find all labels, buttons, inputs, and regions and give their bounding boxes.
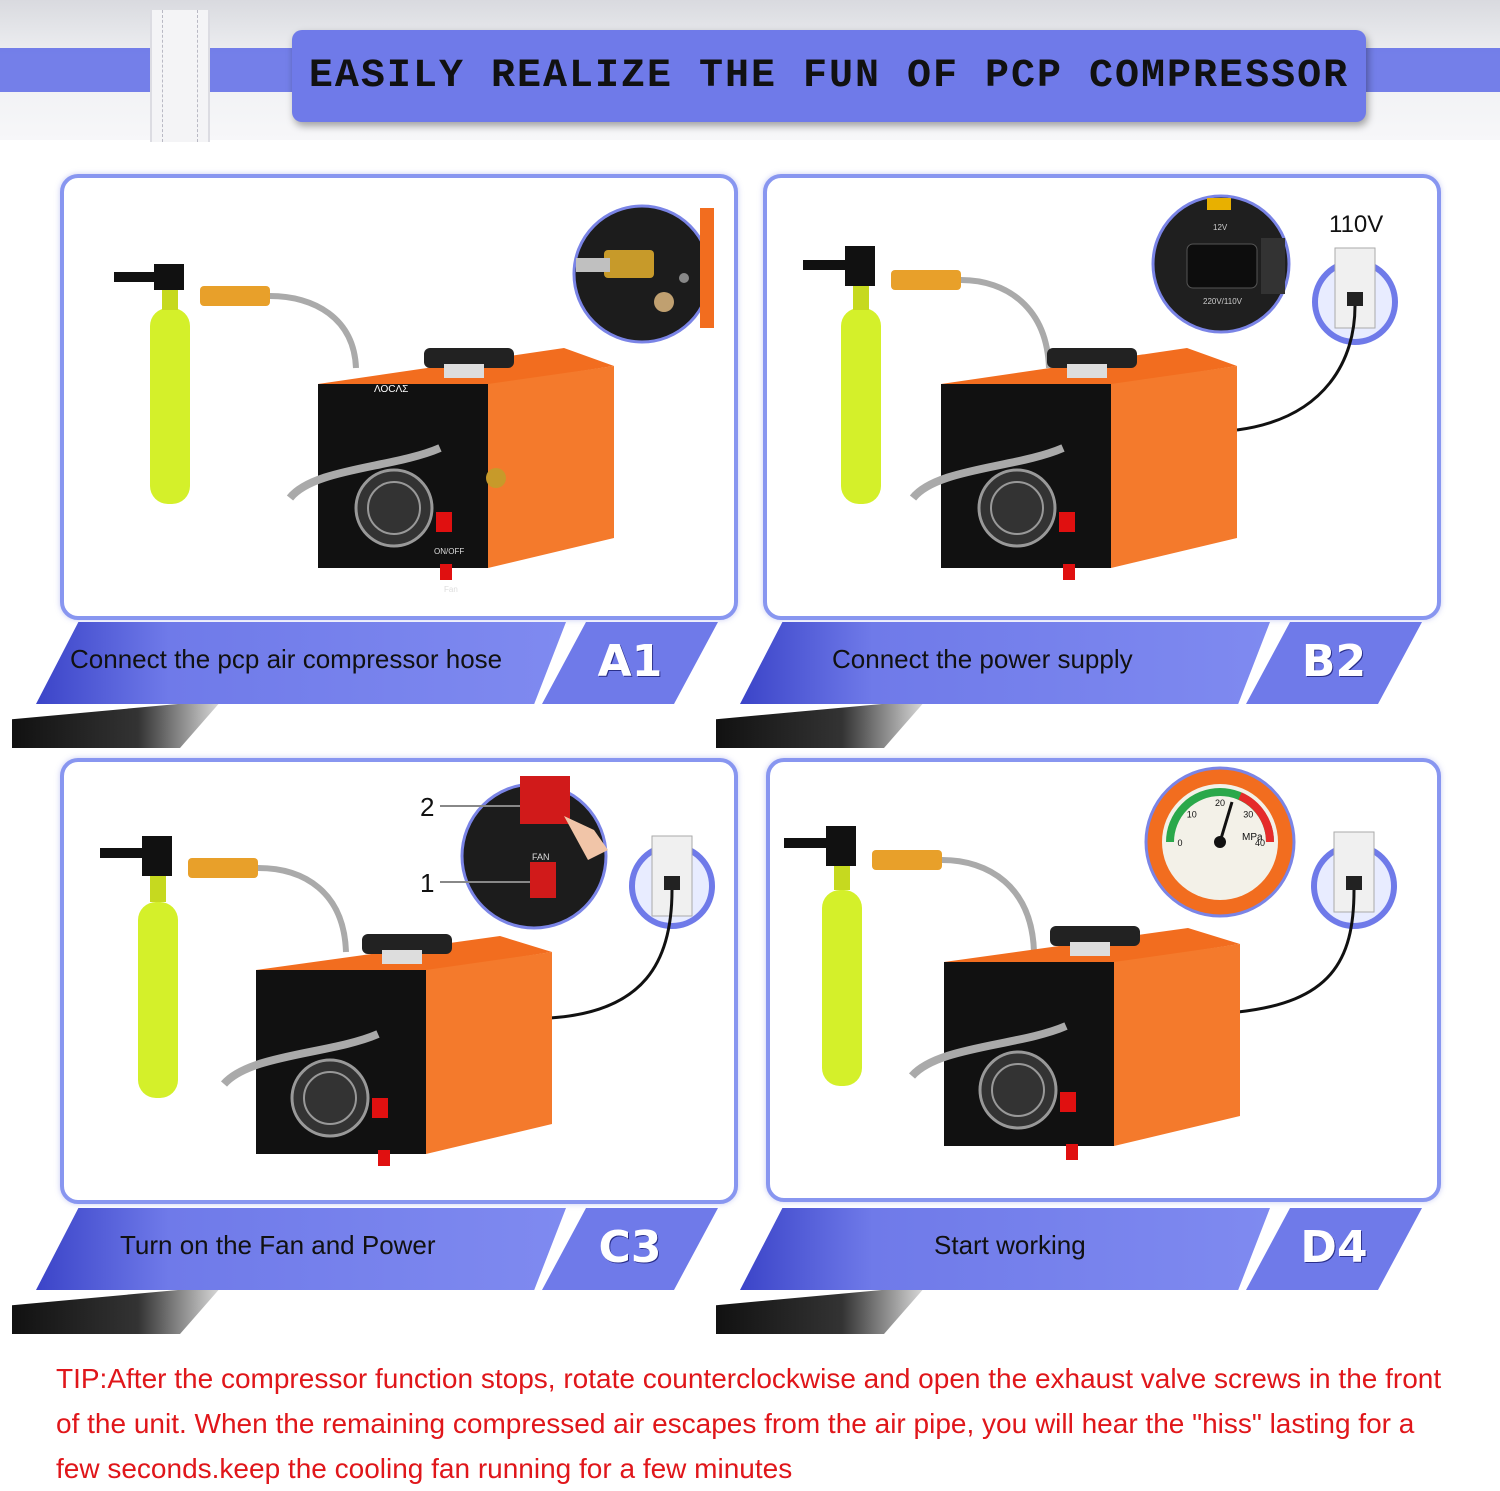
power-socket-zoom-icon (1151, 194, 1291, 334)
step-panel-a1: ΛΟCΛΣ ON/OFF Fan (60, 174, 738, 620)
step-code: C3 (598, 1222, 662, 1273)
outlet-voltage-label: 110V (1329, 211, 1383, 238)
gauge-unit-label: MPa (1242, 832, 1263, 843)
tape-decoration (150, 10, 210, 142)
callout-2: 2 (420, 792, 434, 822)
step-code-badge: B2 (1246, 622, 1422, 704)
volt-220-label: 220V/110V (1203, 297, 1243, 306)
compressor-unit-icon (909, 348, 1237, 580)
caption-band (36, 622, 566, 704)
step-caption: Start working (934, 1230, 1086, 1260)
air-bottle-icon (803, 246, 1052, 504)
callout-1: 1 (420, 868, 434, 898)
fan-label: Fan (444, 585, 458, 594)
step-caption: Turn on the Fan and Power (120, 1230, 436, 1260)
gauge-tick-label: 40 (1255, 838, 1265, 848)
caption-band (740, 622, 1270, 704)
air-bottle-icon (100, 836, 349, 1098)
compressor-unit-icon (220, 934, 552, 1166)
compressor-unit-icon (286, 348, 614, 580)
step-caption: Connect the pcp air compressor hose (70, 644, 503, 674)
gauge-tick-label: 30 (1243, 810, 1253, 820)
step-code-badge: D4 (1246, 1208, 1422, 1290)
fan-switch-label: FAN (532, 852, 550, 862)
gauge-tick-label: 10 (1187, 810, 1197, 820)
compressor-illustration: MPa 0 10 20 30 40 (784, 766, 1397, 1160)
wall-outlet-icon (1236, 247, 1398, 432)
air-bottle-icon (784, 826, 1037, 1086)
caption-a1: Connect the pcp air compressor hose A1 (12, 622, 732, 752)
caption-b2: Connect the power supply B2 (716, 622, 1436, 752)
caption-shadow (12, 700, 222, 748)
wall-outlet-icon (1237, 831, 1397, 1014)
caption-shadow (716, 1286, 926, 1334)
wall-outlet-icon (549, 835, 715, 1020)
volt-12-label: 12V (1213, 223, 1228, 232)
caption-shadow (716, 700, 926, 748)
pressure-gauge-icon (1144, 766, 1296, 918)
compressor-illustration: ΛΟCΛΣ ON/OFF Fan (114, 204, 714, 594)
gauge-tick-label: 0 (1177, 838, 1182, 848)
caption-shadow (12, 1286, 222, 1334)
step-code: A1 (597, 636, 663, 687)
page-title: EASILY REALIZE THE FUN OF PCP COMPRESSOR (308, 54, 1350, 99)
step-code: D4 (1300, 1222, 1368, 1273)
compressor-illustration: 2 1 FAN (100, 776, 715, 1166)
step-code-badge: A1 (542, 622, 718, 704)
caption-band (36, 1208, 566, 1290)
step-caption: Connect the power supply (832, 644, 1133, 674)
tip-text: TIP:After the compressor function stops,… (56, 1363, 1442, 1484)
caption-d4: Start working D4 (716, 1208, 1436, 1338)
onoff-label: ON/OFF (434, 547, 464, 556)
compressor-unit-icon (908, 926, 1240, 1160)
step-code: B2 (1301, 636, 1367, 687)
step-panel-b2: 110V 12V 220V/110V (763, 174, 1441, 620)
air-bottle-icon (114, 264, 359, 504)
title-box: EASILY REALIZE THE FUN OF PCP COMPRESSOR (292, 30, 1366, 122)
header-banner: EASILY REALIZE THE FUN OF PCP COMPRESSOR (0, 0, 1500, 142)
step-panel-c3: 2 1 FAN (60, 758, 738, 1204)
step-code-badge: C3 (542, 1208, 718, 1290)
caption-band (740, 1208, 1270, 1290)
step-panel-d4: MPa 0 10 20 30 40 (766, 758, 1441, 1202)
caption-c3: Turn on the Fan and Power C3 (12, 1208, 732, 1338)
gauge-tick-label: 20 (1215, 798, 1225, 808)
switch-zoom-icon (440, 776, 608, 930)
brand-label: ΛΟCΛΣ (374, 384, 408, 395)
connector-zoom-icon (572, 204, 714, 344)
compressor-illustration: 110V 12V 220V/110V (803, 194, 1398, 580)
